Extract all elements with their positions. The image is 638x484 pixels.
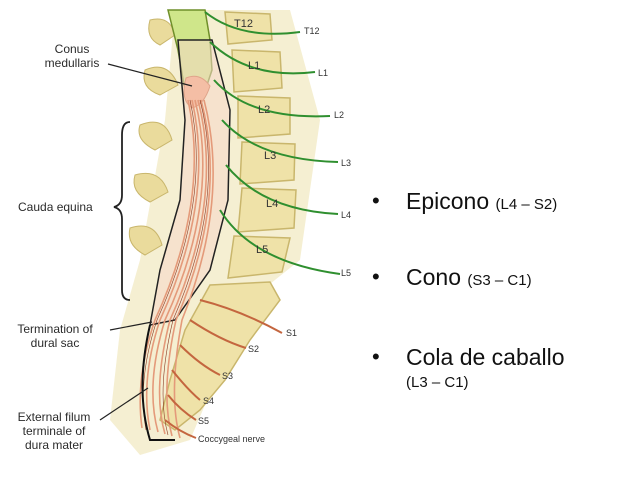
- vertebra-l3: [239, 141, 296, 185]
- nerve-label-l1: L1: [318, 68, 329, 78]
- label-termination-line1: Termination of: [17, 322, 93, 336]
- sacrum: [159, 281, 281, 431]
- bullet-dot: •: [372, 264, 380, 289]
- label-filum-line3: dura mater: [24, 438, 84, 452]
- sacral-nerves: [164, 299, 283, 439]
- vertebra-l4: [237, 187, 297, 233]
- label-termination-line2: dural sac: [30, 336, 80, 350]
- pointer-lines: [99, 63, 193, 421]
- nerve-label-t12: T12: [304, 26, 320, 36]
- lumbar-nerves: [204, 11, 341, 275]
- label-cauda-equina: Cauda equina: [18, 200, 93, 214]
- dural-sac: [149, 39, 231, 326]
- vertebral-bodies: [159, 11, 297, 431]
- nerve-label-l5: L5: [341, 268, 352, 278]
- bullet-text: Cola de caballo: [406, 344, 565, 370]
- label-filum-line2: terminale of: [22, 424, 86, 438]
- bullet-range: (L4 – S2): [495, 196, 558, 213]
- bullet-text: Epicono (L4 – S2): [406, 188, 557, 215]
- vertebra-l5: [227, 235, 291, 279]
- bullet-text: Cono (S3 – C1): [406, 264, 532, 291]
- label-conus-line2: medullaris: [44, 56, 100, 70]
- spinal-anatomy-figure: Conus medullaris Cauda equina Terminatio…: [0, 9, 352, 455]
- bullet-range: (L3 – C1): [406, 374, 469, 391]
- label-conus-medullaris: Conus medullaris: [32, 42, 112, 70]
- spine-illustration: [99, 9, 341, 455]
- label-conus-line1: Conus: [54, 42, 90, 56]
- vertebra-label-l2: L2: [258, 104, 271, 116]
- posterior-processes: [128, 18, 179, 256]
- vertebra-label-t12: T12: [234, 18, 253, 30]
- vertebra-label-l4: L4: [266, 198, 279, 210]
- bullet-name: Cono: [406, 264, 461, 290]
- nerve-label-s1: S1: [286, 328, 298, 338]
- nerve-label-l3: L3: [341, 158, 352, 168]
- vertebra-l1: [231, 49, 283, 93]
- nerve-label-l4: L4: [341, 210, 352, 220]
- nerve-label-s4: S4: [203, 396, 215, 406]
- vertebra-label-l5: L5: [256, 244, 269, 256]
- label-filum-line1: External filum: [17, 410, 91, 424]
- vertebra-label-l1: L1: [248, 60, 261, 72]
- vertebra-t12: [224, 11, 273, 45]
- nerve-label-s2: S2: [248, 344, 260, 354]
- cauda-equina-brace: [113, 121, 131, 301]
- label-external-filum: External filum terminale of dura mater: [4, 410, 104, 452]
- label-termination-dural-sac: Termination of dural sac: [0, 322, 110, 350]
- nerve-label-s3: S3: [222, 371, 234, 381]
- vertebra-label-l3: L3: [264, 150, 277, 162]
- nerve-label-s5: S5: [198, 416, 210, 426]
- cauda-equina-roots: [139, 99, 214, 439]
- bullet-name: Epicono: [406, 188, 490, 214]
- bullet-range: (S3 – C1): [467, 272, 532, 289]
- bullet-dot: •: [372, 344, 380, 369]
- bullet-dot: •: [372, 188, 380, 213]
- nerve-label-coccygeal: Coccygeal nerve: [198, 434, 266, 444]
- nerve-label-l2: L2: [334, 110, 345, 120]
